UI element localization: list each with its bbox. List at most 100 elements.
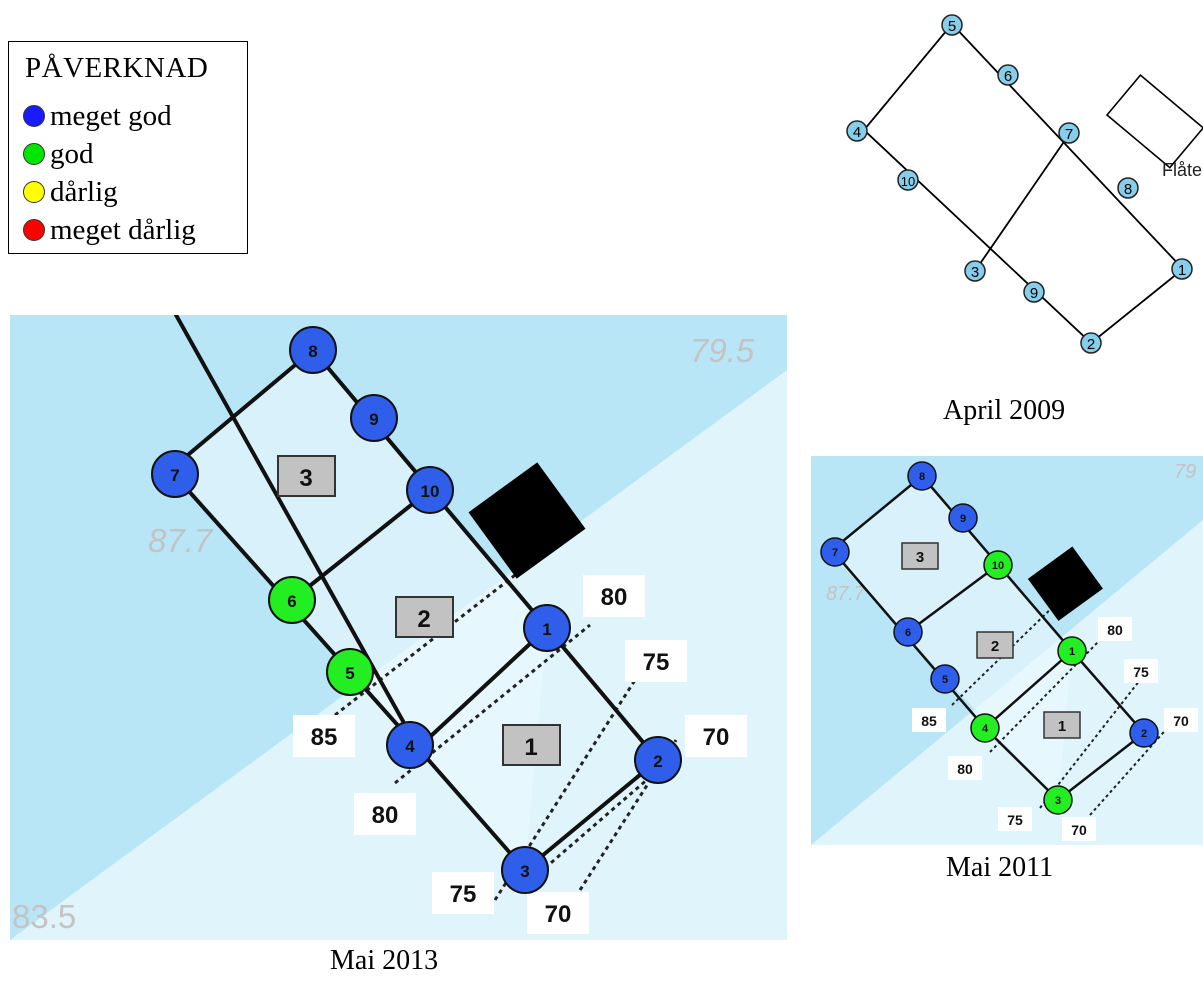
- station-9: 9: [350, 394, 398, 442]
- blue-dot-icon: [23, 105, 45, 127]
- svg-text:4: 4: [982, 723, 989, 735]
- contour-label: 70: [685, 715, 747, 757]
- svg-text:3: 3: [971, 264, 979, 281]
- april-station-9: 9: [1023, 281, 1045, 303]
- svg-text:2: 2: [1087, 336, 1095, 353]
- svg-text:3: 3: [1055, 795, 1061, 807]
- legend-title: PÅVERKNAD: [25, 52, 209, 84]
- svg-text:8: 8: [919, 471, 925, 483]
- svg-text:2: 2: [417, 606, 430, 633]
- svg-text:75: 75: [450, 881, 477, 908]
- station-4: 4: [970, 713, 1000, 743]
- green-dot-icon: [23, 143, 45, 165]
- cage-1: 1: [1043, 711, 1081, 739]
- april-station-10: 10: [897, 169, 919, 191]
- svg-text:70: 70: [703, 724, 730, 751]
- svg-text:7: 7: [1065, 126, 1073, 143]
- svg-text:1: 1: [542, 620, 551, 639]
- svg-text:10: 10: [992, 560, 1004, 572]
- svg-text:6: 6: [1004, 68, 1012, 85]
- legend-item-meget-darlig: meget dårlig: [23, 214, 196, 247]
- svg-text:1: 1: [1069, 646, 1075, 658]
- svg-text:5: 5: [948, 18, 956, 35]
- svg-text:85: 85: [311, 724, 338, 751]
- station-8: 8: [289, 326, 337, 374]
- svg-text:75: 75: [1007, 812, 1023, 828]
- contour-label: 80: [354, 793, 416, 835]
- raft-label: Flåte: [1162, 160, 1202, 180]
- raft-block: [468, 462, 586, 579]
- svg-text:7: 7: [170, 466, 179, 485]
- station-7: 7: [151, 450, 199, 498]
- svg-text:80: 80: [601, 584, 628, 611]
- raft-block: [1027, 546, 1103, 621]
- svg-text:3: 3: [916, 549, 924, 566]
- april-station-1: 1: [1171, 258, 1193, 280]
- svg-text:4: 4: [853, 124, 861, 141]
- contour-label: 80: [948, 756, 982, 780]
- contour-label: 70: [1062, 817, 1096, 841]
- april-2009-diagram: Flåte 5 6 4 7 10 8 3 1 9 2: [846, 14, 1203, 354]
- contour-label: 85: [912, 708, 946, 732]
- contour-label: 75: [1124, 659, 1158, 683]
- station-1: 1: [1057, 636, 1087, 666]
- svg-text:80: 80: [372, 802, 399, 829]
- caption-april-2009: April 2009: [943, 395, 1066, 426]
- station-2: 2: [634, 736, 682, 784]
- depth-label: 79.5: [690, 332, 755, 369]
- svg-text:8: 8: [308, 342, 317, 361]
- april-station-4: 4: [846, 120, 868, 142]
- cage-2: 2: [395, 596, 454, 638]
- svg-text:1: 1: [1178, 262, 1186, 279]
- svg-text:9: 9: [1030, 285, 1038, 302]
- contour-label: 75: [998, 807, 1032, 831]
- contour-label: 70: [527, 892, 589, 934]
- svg-text:7: 7: [832, 547, 838, 559]
- contour-label: 80: [1098, 617, 1132, 641]
- mai-2011-map: 79 87.7 3 2 1 80 75 70 85 80 75 70 8 9 7…: [811, 456, 1203, 845]
- svg-text:70: 70: [1173, 713, 1189, 729]
- legend-item-meget-god: meget god: [23, 100, 172, 133]
- contour-label: 85: [293, 715, 355, 757]
- contour-label: 75: [625, 640, 687, 682]
- april-station-6: 6: [997, 64, 1019, 86]
- cage-3: 3: [277, 455, 336, 497]
- svg-text:5: 5: [345, 664, 354, 683]
- svg-text:75: 75: [1133, 664, 1149, 680]
- station-1: 1: [523, 604, 571, 652]
- legend-item-darlig: dårlig: [23, 176, 118, 209]
- svg-text:80: 80: [1107, 622, 1123, 638]
- svg-text:2: 2: [991, 638, 999, 655]
- station-3: 3: [501, 846, 549, 894]
- station-6: 6: [893, 617, 923, 647]
- cage-2: 2: [976, 631, 1014, 659]
- svg-text:1: 1: [524, 734, 537, 761]
- legend: PÅVERKNAD meget god god dårlig meget dår…: [8, 41, 248, 254]
- contour-label: 70: [1164, 708, 1198, 732]
- april-station-8: 8: [1117, 177, 1139, 199]
- svg-text:9: 9: [960, 513, 966, 525]
- depth-label: 87.7: [148, 522, 214, 559]
- april-station-3: 3: [964, 260, 986, 282]
- svg-text:3: 3: [520, 862, 529, 881]
- april-station-5: 5: [941, 14, 963, 36]
- svg-text:2: 2: [653, 752, 662, 771]
- cage-1: 1: [502, 724, 561, 766]
- station-10: 10: [406, 466, 454, 514]
- mai-2013-map: 79.5 87.7 83.5 3 2 1 80 75 70 85 80 75 7…: [10, 315, 787, 940]
- svg-text:70: 70: [1071, 822, 1087, 838]
- april-station-2: 2: [1080, 332, 1102, 354]
- svg-text:4: 4: [405, 737, 415, 756]
- svg-text:10: 10: [421, 482, 440, 501]
- svg-text:10: 10: [901, 174, 915, 189]
- svg-text:6: 6: [287, 592, 296, 611]
- contour-label: 75: [432, 872, 494, 914]
- svg-text:70: 70: [545, 901, 572, 928]
- station-3: 3: [1043, 785, 1073, 815]
- svg-text:6: 6: [905, 627, 911, 639]
- april-station-7: 7: [1058, 122, 1080, 144]
- svg-text:8: 8: [1124, 181, 1132, 198]
- station-9: 9: [948, 503, 978, 533]
- yellow-dot-icon: [23, 181, 45, 203]
- caption-mai-2013: Mai 2013: [330, 945, 439, 976]
